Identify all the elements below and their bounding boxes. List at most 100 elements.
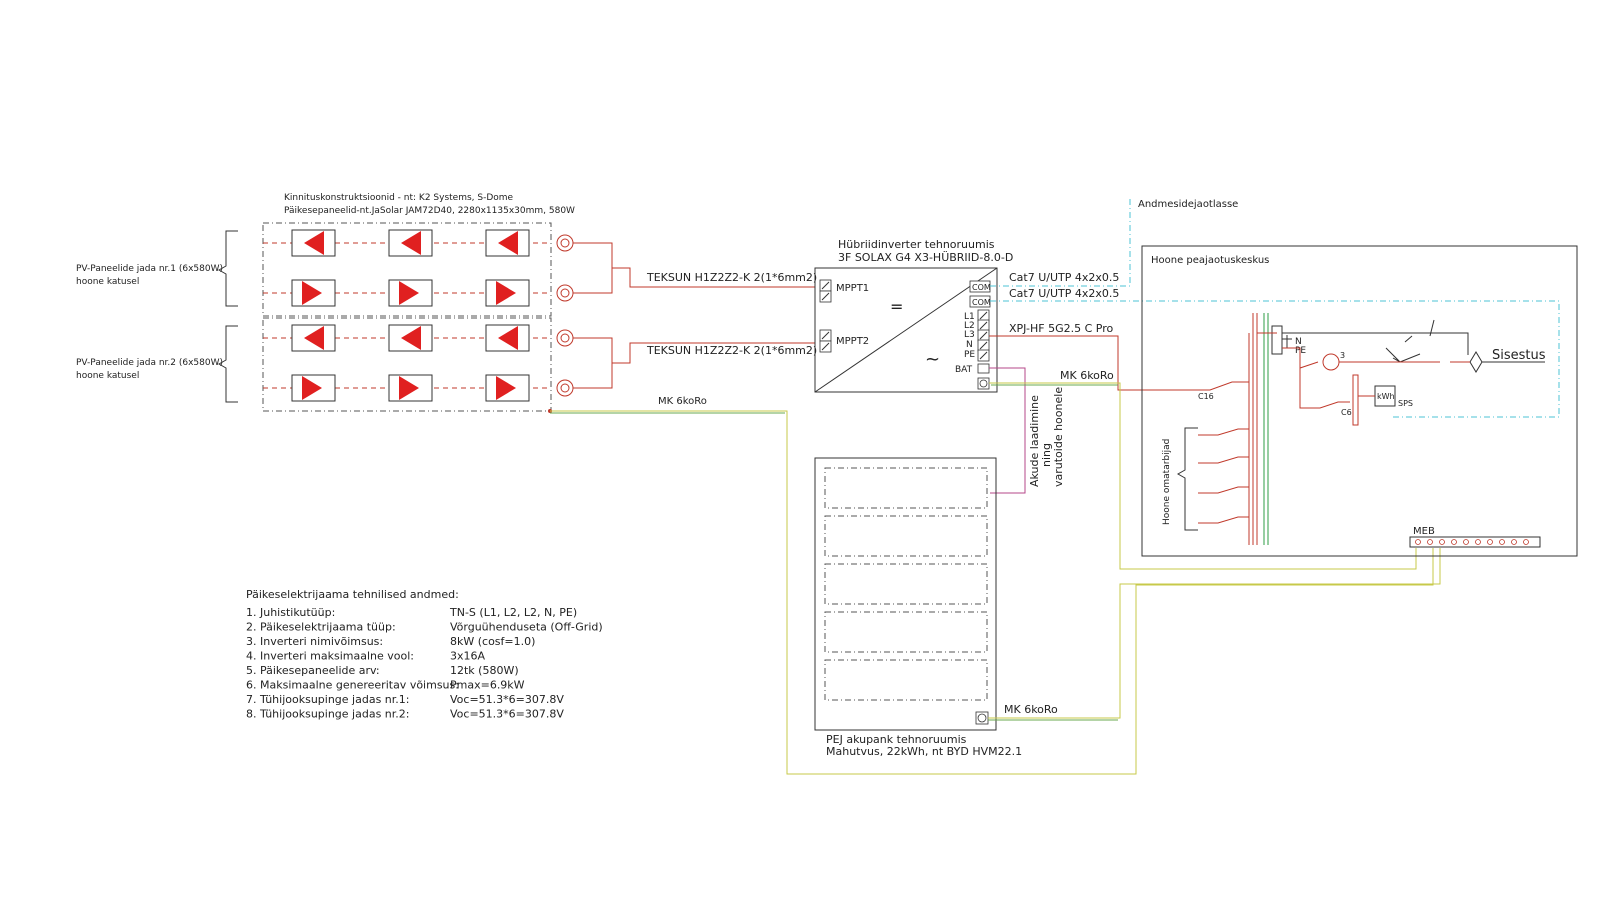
- meb-terminal: [1463, 539, 1469, 545]
- svg-text:Akude laadimine: Akude laadimine: [1028, 395, 1041, 487]
- inverter-earth-label: MK 6koRo: [1060, 369, 1114, 382]
- dc-connectors: [556, 234, 574, 397]
- pv-array: Kinnituskonstruktsioonid - nt: K2 System…: [76, 193, 1434, 775]
- tech-row-label: 8. Tühijooksupinge jadas nr.2:: [246, 708, 409, 721]
- battery-module: [824, 467, 988, 509]
- inverter-body: [814, 267, 998, 393]
- svg-text:L1: L1: [964, 312, 975, 322]
- breaker-c16-label: C16: [1198, 392, 1214, 401]
- cat7-cable-1: [990, 198, 1131, 287]
- main-board-title: Hoone peajaotuskeskus: [1151, 255, 1269, 266]
- meb-bar: [1409, 536, 1541, 548]
- tech-row-value: 8kW (cosf=1.0): [450, 635, 535, 648]
- mppt2-terminal: MPPT2: [819, 329, 869, 353]
- tech-row-value: Voc=51.3*6=307.8V: [450, 708, 564, 721]
- svg-text:varutoide hoonele: varutoide hoonele: [1052, 387, 1065, 487]
- pv-panel-arrow: [302, 376, 322, 400]
- tech-row-value: Voc=51.3*6=307.8V: [450, 693, 564, 706]
- cat7-cable-2: [990, 300, 1560, 418]
- svg-text:PE: PE: [964, 350, 975, 360]
- svg-text:N: N: [966, 340, 973, 350]
- string2-cable-label: TEKSUN H1Z2Z2-K 2(1*6mm2): [646, 344, 817, 357]
- battery-title-line2: Mahutvus, 22kWh, nt BYD HVM22.1: [826, 745, 1022, 758]
- tech-row-label: 6. Maksimaalne genereeritav võimsus:: [246, 679, 459, 692]
- mounting-note-line2: Päikesepaneelid-nt.JaSolar JAM72D40, 228…: [284, 206, 575, 216]
- svg-text:L2: L2: [964, 321, 975, 331]
- meb-terminals: [1415, 539, 1529, 545]
- pv-panel-arrow: [498, 326, 518, 350]
- meb-terminal: [1427, 539, 1433, 545]
- pv-panel-arrow: [399, 281, 419, 305]
- main-switch: [1271, 325, 1283, 355]
- battery-body: [814, 457, 997, 731]
- tech-row-label: 1. Juhistikutüüp:: [246, 606, 335, 619]
- svg-text:COM: COM: [972, 283, 991, 292]
- consumers-brace: [1176, 427, 1198, 531]
- pv-panel-arrow: [399, 376, 419, 400]
- pv-panel-arrow: [401, 326, 421, 350]
- breaker-c16: [1190, 381, 1249, 391]
- pv-string1-frame: [262, 222, 552, 317]
- pv-panel: [388, 324, 433, 352]
- tech-row-value: 12tk (580W): [450, 664, 519, 677]
- string1-loop: [573, 242, 613, 294]
- string2-dc-cable: [612, 342, 815, 364]
- svg-text:MPPT1: MPPT1: [836, 283, 869, 294]
- meter-symbol: [1322, 353, 1340, 371]
- mounting-note-line1: Kinnituskonstruktsioonid - nt: K2 System…: [284, 193, 514, 203]
- pv-panel-arrow: [496, 281, 516, 305]
- inverter-earth-cable: [989, 382, 1417, 570]
- tech-row-label: 4. Inverteri maksimaalne vool:: [246, 650, 414, 663]
- main-board-frame: [1141, 245, 1578, 557]
- svg-text:ning: ning: [1040, 443, 1053, 467]
- mppt1-terminal: MPPT1: [819, 279, 869, 303]
- consumer-breaker: [1198, 516, 1249, 524]
- meb-terminal: [1475, 539, 1481, 545]
- svg-text:COM: COM: [972, 298, 991, 307]
- string2-loop: [573, 337, 613, 389]
- bat-terminal: BAT: [955, 363, 990, 375]
- earthing-cables: MK 6koRo MK 6koRo: [988, 369, 1441, 721]
- cat7-label-1: Cat7 U/UTP 4x2x0.5: [1009, 271, 1119, 284]
- string1-label-line1: PV-Paneelide jada nr.1 (6x580W): [76, 264, 223, 274]
- kwh-label: kWh: [1377, 392, 1395, 401]
- incoming-label: Sisestus: [1492, 348, 1546, 363]
- pv-earth-label: MK 6koRo: [658, 396, 707, 407]
- inverter-earth-terminal: [977, 377, 990, 390]
- meb-terminal: [1499, 539, 1505, 545]
- pv-panel-arrow: [401, 231, 421, 255]
- pv-string2-frame: [262, 317, 552, 412]
- consumers-label: Hoone omatarbijad: [1162, 439, 1172, 525]
- dc-symbol: =: [890, 297, 903, 316]
- ac-symbol: ~: [925, 349, 940, 370]
- tech-row-label: 5. Päikesepaneelide arv:: [246, 664, 380, 677]
- svg-text:MPPT2: MPPT2: [836, 336, 869, 347]
- pv-panel-arrow: [304, 326, 324, 350]
- inverter: Hübriidinverter tehnoruumis 3F SOLAX G4 …: [814, 238, 1013, 393]
- data-cables: Andmesidejaotlasse Cat7 U/UTP 4x2x0.5 Ca…: [990, 198, 1560, 418]
- string1-dc-cable: [612, 267, 815, 288]
- main-distribution-board: Hoone peajaotuskeskus N PE 3 Sisestus C1…: [1141, 245, 1578, 557]
- string1-label-line2: hoone katusel: [76, 277, 139, 287]
- pv-panel-arrow: [302, 281, 322, 305]
- rcd-symbol: [1352, 374, 1359, 426]
- tech-data: Päikeselektrijaama tehnilised andmed: 1.…: [246, 588, 603, 721]
- battery-earth-label: MK 6koRo: [1004, 703, 1058, 716]
- inverter-title-line2: 3F SOLAX G4 X3-HÜBRIID-8.0-D: [838, 251, 1013, 264]
- ac-terminals: L1 L2 L3 N PE: [964, 309, 990, 362]
- ac-output-cable: [989, 335, 1190, 391]
- bus-pe-label: PE: [1295, 346, 1306, 356]
- pv-panel: [291, 279, 336, 307]
- sps-label: SPS: [1398, 399, 1413, 408]
- breaker-c6: [1299, 368, 1350, 409]
- tech-row-label: 7. Tühijooksupinge jadas nr.1:: [246, 693, 409, 706]
- inverter-title-line1: Hübriidinverter tehnoruumis: [838, 238, 995, 251]
- meb-terminal: [1451, 539, 1457, 545]
- ac-cable-label: XPJ-HF 5G2.5 C Pro: [1009, 322, 1113, 335]
- battery-bank: Akude laadimine ning varutoide hoonele P…: [814, 367, 1065, 758]
- tech-row-value: Võrguühenduseta (Off-Grid): [450, 621, 603, 634]
- phase-count: 3: [1340, 351, 1345, 360]
- svg-text:BAT: BAT: [955, 365, 973, 375]
- consumer-circuits: [1198, 428, 1249, 524]
- meb-terminal: [1415, 539, 1421, 545]
